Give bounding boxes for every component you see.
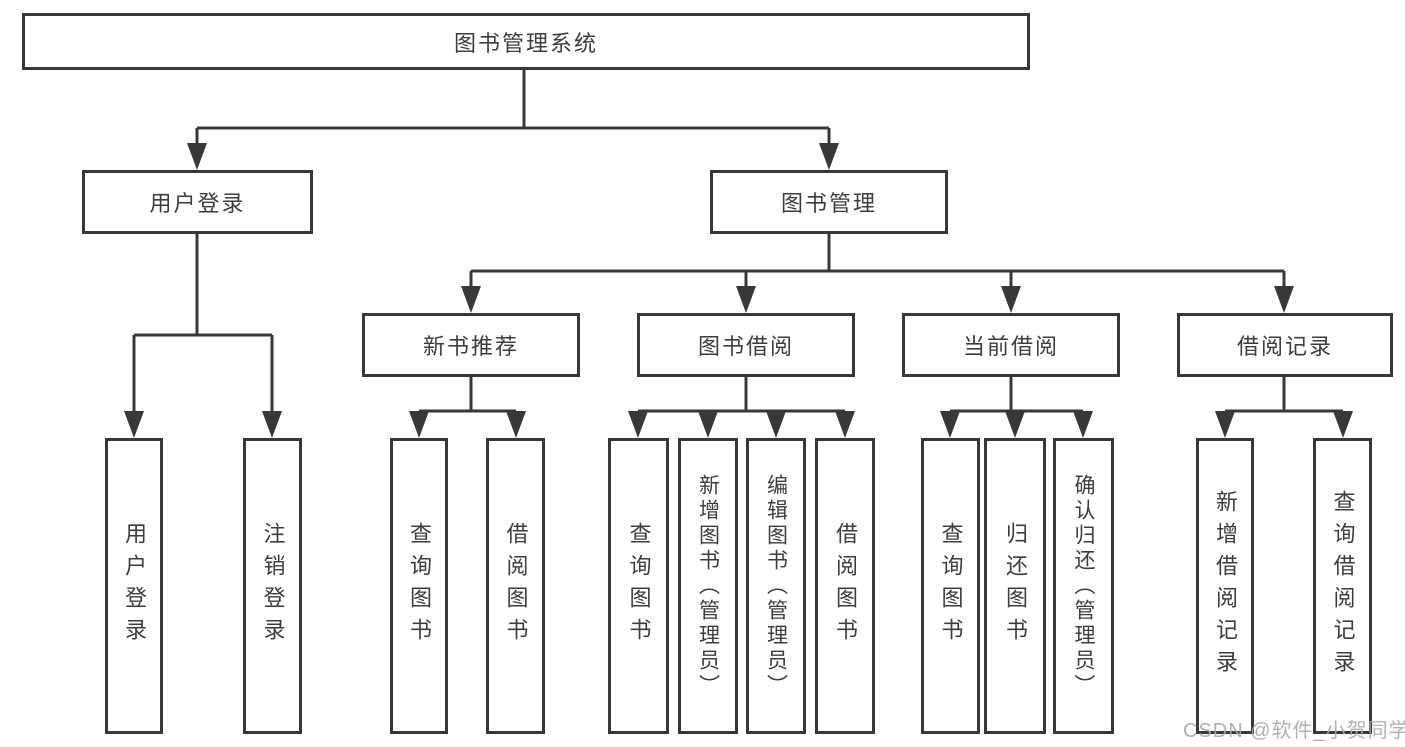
leaf-query-books-recommendation: 查询图书 <box>390 438 448 734</box>
leaf-label: 借阅图书 <box>503 522 529 650</box>
leaf-label: 注销登录 <box>260 522 286 650</box>
leaf-borrow-books-recommendation: 借阅图书 <box>486 438 545 734</box>
leaf-label: 新增借阅记录 <box>1213 490 1238 682</box>
leaf-label: 借阅图书 <box>833 522 858 650</box>
leaf-label: 归还图书 <box>1003 522 1028 650</box>
leaf-edit-books-admin: 编辑图书（管理员） <box>746 438 806 734</box>
leaf-query-borrow-record: 查询借阅记录 <box>1313 438 1372 734</box>
csdn-watermark: CSDN @软件_小贺同学 <box>1183 720 1405 742</box>
node-new-book-recommendation: 新书推荐 <box>362 313 580 377</box>
node-label: 借阅记录 <box>1236 334 1333 359</box>
leaf-logout: 注销登录 <box>243 438 302 734</box>
node-borrowing-records: 借阅记录 <box>1177 313 1393 377</box>
leaf-confirm-return-admin: 确认归还（管理员） <box>1053 438 1114 734</box>
leaf-return-books: 归还图书 <box>984 438 1046 734</box>
leaf-user-login: 用户登录 <box>105 438 163 734</box>
leaf-label: 编辑图书（管理员） <box>764 473 788 699</box>
node-current-borrowing: 当前借阅 <box>902 313 1120 377</box>
leaf-label: 用户登录 <box>122 522 147 650</box>
node-user-login: 用户登录 <box>82 170 313 234</box>
node-book-borrowing: 图书借阅 <box>637 313 855 377</box>
leaf-label: 查询图书 <box>938 522 964 650</box>
leaf-label: 查询图书 <box>626 522 652 650</box>
leaf-label: 查询图书 <box>407 522 432 650</box>
leaf-add-books-admin: 新增图书（管理员） <box>678 438 738 734</box>
node-label: 图书借阅 <box>697 334 794 359</box>
node-label: 新书推荐 <box>422 334 519 359</box>
leaf-borrow-books: 借阅图书 <box>815 438 875 734</box>
leaf-query-books-borrowing: 查询图书 <box>608 438 669 734</box>
leaf-label: 确认归还（管理员） <box>1072 473 1095 699</box>
node-library-management-system: 图书管理系统 <box>22 13 1030 70</box>
node-label: 当前借阅 <box>962 334 1059 359</box>
leaf-label: 新增图书（管理员） <box>696 473 720 699</box>
leaf-add-borrow-record: 新增借阅记录 <box>1196 438 1254 734</box>
leaf-label: 查询借阅记录 <box>1330 490 1356 682</box>
leaf-query-books-current: 查询图书 <box>921 438 980 734</box>
node-book-management: 图书管理 <box>710 170 948 234</box>
node-label: 图书管理 <box>780 191 877 216</box>
node-label: 用户登录 <box>149 191 246 216</box>
node-label: 图书管理系统 <box>453 30 598 56</box>
